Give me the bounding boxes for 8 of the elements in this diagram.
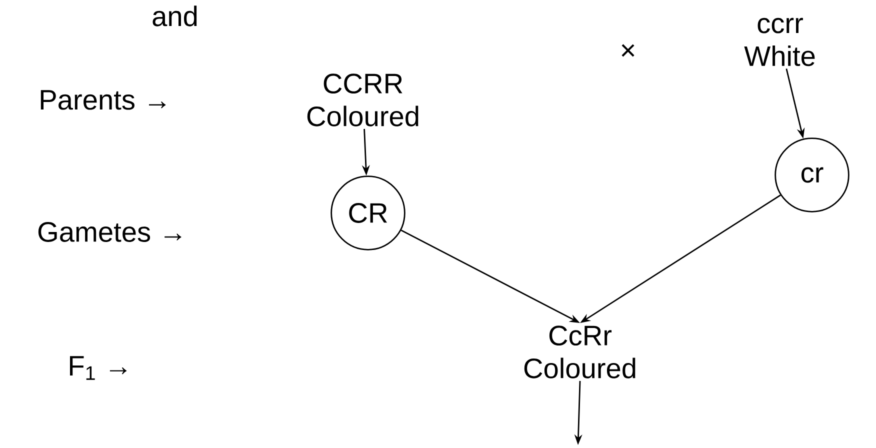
row-label: Gametes →: [38, 222, 182, 242]
row-label: Parents →: [40, 90, 166, 110]
genotype-label: CcRr Coloured: [524, 326, 636, 378]
genotype-label: CCRR Coloured: [307, 74, 418, 126]
row-label: and: [152, 6, 197, 26]
row-label: F$_{1}$ →: [70, 356, 127, 380]
row-label: ×: [622, 44, 634, 57]
genotype-label: ccrr White: [744, 18, 815, 66]
